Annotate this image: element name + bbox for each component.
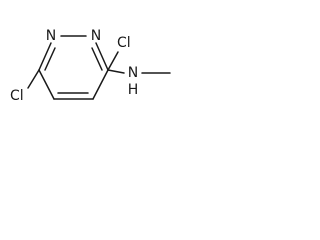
bond-n2-c3-inner: [91, 47, 103, 71]
bond-c6-n1-inner: [44, 47, 56, 71]
bond-c4-n: [107, 69, 125, 74]
bond-c6-cl: [27, 69, 40, 89]
ring-nitrogen-1-label: N: [46, 28, 56, 44]
bond-c3-cl: [107, 51, 119, 71]
molecule-structure: N N Cl Cl N H: [10, 28, 171, 104]
bond-c3-c4: [92, 69, 109, 100]
amine-nitrogen-label: N: [128, 65, 138, 81]
ring-nitrogen-2-label: N: [91, 28, 101, 44]
bond-c6-n1: [38, 42, 52, 71]
bond-n2-c3: [95, 42, 109, 71]
amine-hydrogen-label: H: [128, 82, 139, 98]
chlorine-top-label: Cl: [117, 35, 131, 51]
bond-c5-c6: [38, 69, 55, 100]
chlorine-bottom-label: Cl: [10, 88, 24, 104]
